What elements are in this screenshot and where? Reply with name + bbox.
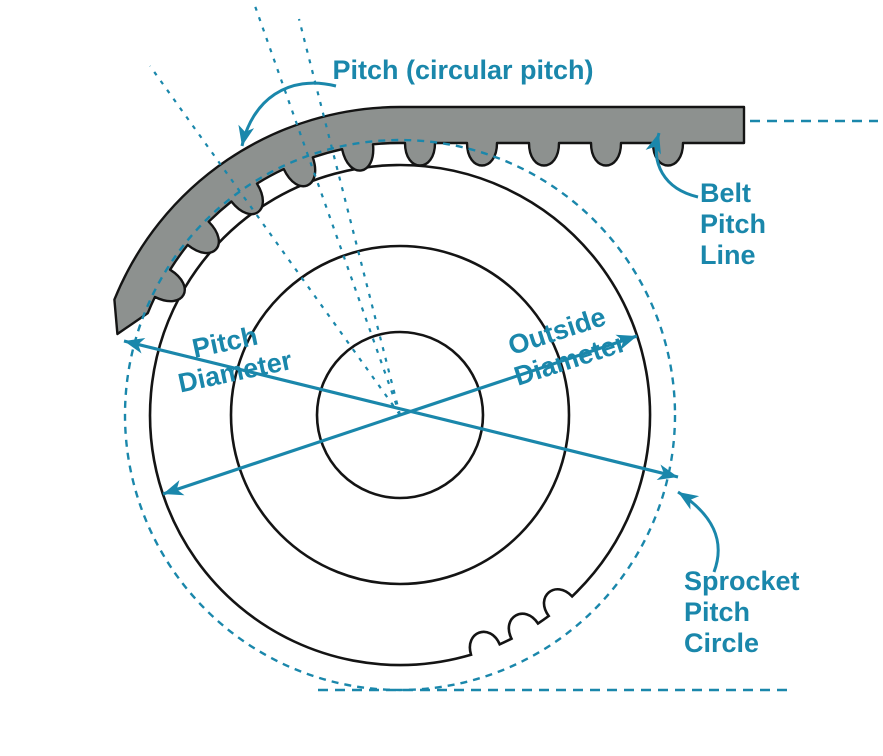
sprocket-pitch-circle-label-line2: Pitch <box>684 597 750 627</box>
sprocket-pitch-circle-label-line3: Circle <box>684 628 759 658</box>
belt-pitch-line-callout-arrow <box>645 132 699 199</box>
belt-pitch-line-label: Belt Pitch Line <box>700 178 774 270</box>
timing-belt <box>113 105 746 336</box>
belt-pitch-line-label-line3: Line <box>700 240 756 270</box>
pitch-callout-arrow <box>238 81 337 147</box>
sprocket-pitch-circle-label: Sprocket Pitch Circle <box>684 566 807 658</box>
belt-pitch-line-label-line2: Pitch <box>700 209 766 239</box>
belt-pitch-line-label-line1: Belt <box>700 178 751 208</box>
sprocket-pitch-circle-label-line1: Sprocket <box>684 566 800 596</box>
pitch-label: Pitch (circular pitch) <box>332 55 593 85</box>
sprocket-pitch-circle-callout-arrow <box>677 490 720 573</box>
pitch-diameter-arrow <box>123 337 679 481</box>
